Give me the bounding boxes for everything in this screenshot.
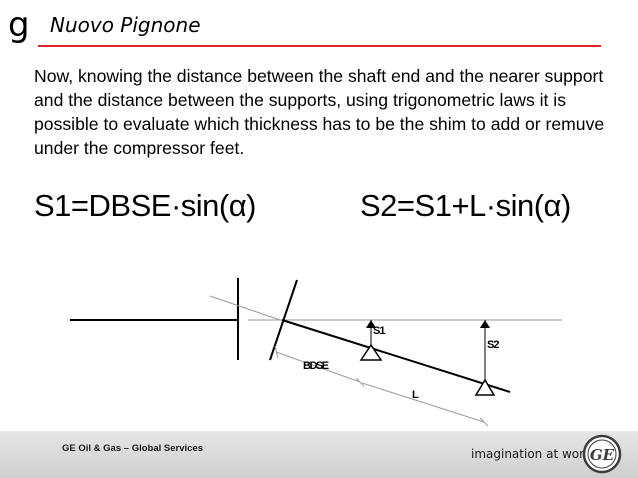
formula-s1: S1=DBSE·sin(α) [34, 188, 256, 223]
ge-logo-icon: GE [582, 434, 622, 474]
extension-line [209, 295, 281, 321]
ge-logo-text: GE [590, 446, 615, 464]
brand-logo-letter: g [8, 5, 30, 45]
label-s2: S2 [487, 339, 499, 351]
body-paragraph: Now, knowing the distance between the sh… [34, 66, 605, 158]
support-1 [359, 320, 383, 361]
shim-diagram: S1 S2 BDSE L [70, 278, 562, 427]
label-bdse: BDSE [303, 360, 329, 372]
header-divider [38, 45, 601, 47]
footer-company: GE Oil & Gas – Global Services [62, 443, 203, 454]
label-s1: S1 [373, 325, 385, 337]
label-l: L [412, 389, 419, 401]
footer-tagline: imagination at work [471, 447, 591, 461]
support-2 [474, 320, 496, 396]
inclined-axis [281, 319, 511, 393]
page-title: Nuovo Pignone [50, 13, 201, 37]
footer-bar: GE Oil & Gas – Global Services imaginati… [0, 431, 638, 478]
formula-s2: S2=S1+L·sin(α) [360, 188, 571, 223]
bdse-dimension [274, 345, 365, 387]
l-dimension [361, 382, 489, 427]
